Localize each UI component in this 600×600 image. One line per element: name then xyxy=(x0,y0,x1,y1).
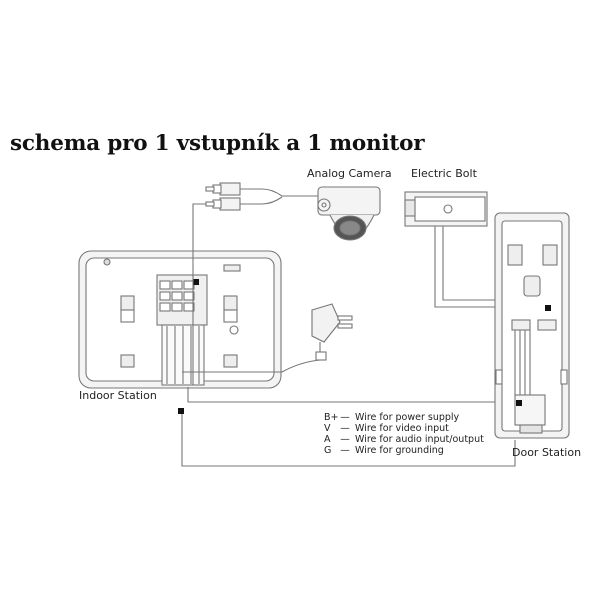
label-analog-camera: Analog Camera xyxy=(307,167,392,180)
legend-dash: — xyxy=(340,434,350,445)
label-indoor-station: Indoor Station xyxy=(79,389,157,402)
camera-video-connectors xyxy=(187,182,516,403)
legend-text: Wire for video input xyxy=(355,423,449,434)
legend-row-video: V — Wire for video input xyxy=(324,423,484,434)
legend-code: V xyxy=(324,423,331,434)
legend-row-audio: A — Wire for audio input/output xyxy=(324,434,484,445)
legend-text: Wire for audio input/output xyxy=(355,434,484,445)
power-adapter xyxy=(182,303,353,373)
door-station-device xyxy=(494,212,570,439)
diagram-title: schema pro 1 vstupník a 1 monitor xyxy=(10,131,425,156)
indoor-station-monitor xyxy=(78,250,282,389)
legend-text: Wire for grounding xyxy=(355,445,444,456)
legend-dash: — xyxy=(340,423,350,434)
wire-legend: B+— Wire for power supply V— Wire for vi… xyxy=(324,412,484,456)
legend-row-power: B+— Wire for power supply xyxy=(324,412,484,423)
legend-code: B+ xyxy=(324,412,339,423)
label-electric-bolt: Electric Bolt xyxy=(411,167,477,180)
legend-text: Wire for power supply xyxy=(355,412,460,423)
analog-camera-device xyxy=(317,186,381,241)
legend-dash: — xyxy=(340,445,350,456)
legend-code: A xyxy=(324,434,331,445)
legend-row-ground: G — Wire for grounding xyxy=(324,445,484,456)
legend-dash: — xyxy=(340,412,350,423)
legend-code: G xyxy=(324,445,332,456)
label-door-station: Door Station xyxy=(512,446,582,459)
